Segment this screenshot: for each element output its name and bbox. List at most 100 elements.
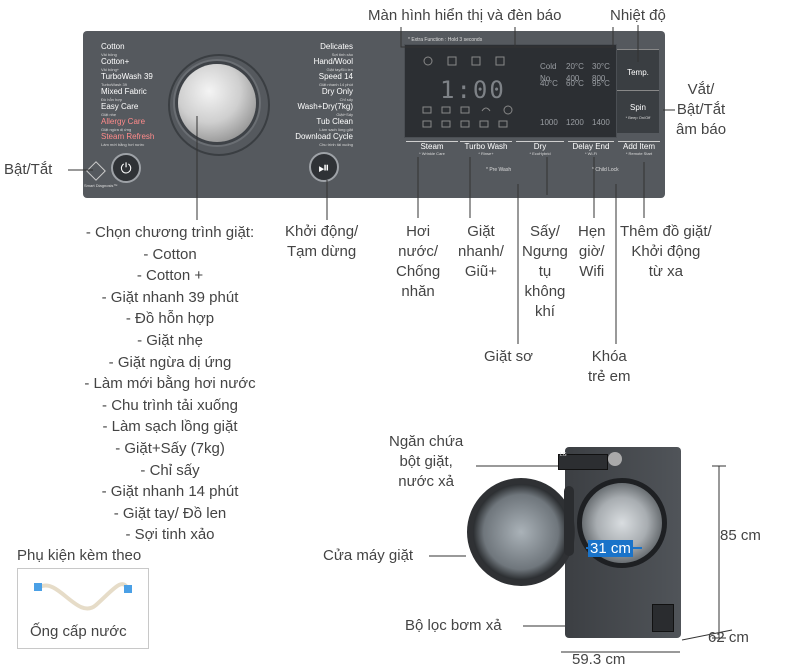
program-dial[interactable] [178, 64, 256, 142]
function-button[interactable]: Add Item* Remote Start [618, 141, 660, 164]
accessory-box: Ống cấp nước [17, 568, 149, 649]
program-left-label: Cotton [101, 42, 125, 51]
program-left-label: Cotton+ [101, 57, 130, 66]
temp-button[interactable]: Temp. [617, 49, 659, 90]
program-right-sub: Chu trình tải xuống [319, 142, 353, 147]
program-list-item: - Sợi tinh xảo [125, 526, 215, 544]
dial-ring [168, 54, 270, 156]
temp-indicator: 40°C [540, 79, 558, 88]
steam-label: Hơi nước/ Chống nhăn [396, 223, 441, 300]
spin-indicator: 1000 [540, 118, 558, 127]
display-icons [420, 55, 530, 135]
function-button-label: Turbo Wash [464, 142, 508, 151]
extra-function-note: * Extra Function : Hold 3 seconds [408, 37, 483, 43]
program-left-label: Steam Refresh [101, 132, 155, 141]
smart-diagnosis-label: Smart Diagnosis™ [84, 183, 118, 188]
display-lights-label: Màn hình hiển thị và đèn báo [368, 7, 562, 24]
program-right-sub: Giặt+Sấy [336, 112, 353, 117]
spin-button[interactable]: Spin * Beep On/Off [617, 90, 659, 133]
temp-button-label: Temp. [627, 68, 649, 77]
time-display: 1:00 [440, 76, 506, 104]
child-lock-label: Khóa trẻ em [588, 348, 631, 385]
status-icons-svg [422, 56, 513, 128]
function-button-label: Dry [533, 142, 547, 151]
function-button-label: Delay End [572, 142, 610, 151]
program-right-sub: Giặt tay/Đồ len [326, 67, 353, 72]
hose-icon [34, 582, 132, 611]
program-right-label: Download Cycle [295, 132, 353, 141]
program-left-sub: Làm mới bằng hơi nước [101, 142, 145, 147]
program-right-label: Delicates [320, 42, 353, 51]
filter-cover [652, 604, 674, 632]
function-button[interactable]: Turbo Wash* Rinse+ [460, 141, 512, 164]
function-button[interactable]: Delay End* Wi-Fi [568, 141, 614, 164]
temperature-label: Nhiệt độ [610, 7, 666, 24]
height-label: 85 cm [720, 527, 761, 544]
function-button-sub: * Rinse+ [478, 151, 494, 156]
program-list-item: - Đồ hỗn hợp [125, 310, 215, 328]
function-button-label: Add Item [622, 142, 655, 151]
program-list-item: - Giặt ngừa dị ứng [108, 353, 232, 371]
accessory-title: Phụ kiện kèm theo [17, 547, 142, 564]
drum-diameter-label: 31 cm [588, 540, 633, 557]
program-list-item: - Cotton [143, 245, 197, 263]
temp-indicator: 60°C [566, 79, 584, 88]
detergent-label: Ngăn chứa bột giặt, nước xả [389, 433, 464, 490]
program-right-label: Speed 14 [318, 72, 353, 81]
function-button[interactable]: Dry* EcoHybrid [516, 141, 564, 164]
program-right-label: Hand/Wool [313, 57, 353, 66]
start-pause-button[interactable]: ⏯ [309, 152, 339, 182]
function-button-sub: * Remote Start [625, 151, 653, 156]
program-list-item: - Giặt tay/ Đồ len [113, 504, 227, 522]
program-list-item: - Giặt nhanh 39 phút [101, 288, 239, 306]
add-item-label: Thêm đồ giặt/ Khởi động từ xa [620, 223, 712, 280]
pre-wash-label: Giặt sơ [484, 348, 534, 365]
program-right-sub: Chỉ sấy [339, 97, 353, 102]
function-button[interactable]: Steam* Wrinkle Care [406, 141, 458, 164]
detergent-drawer [558, 454, 608, 470]
program-list-item: - Chỉ sấy [140, 461, 200, 479]
program-left-label: TurboWash 39 [101, 72, 153, 81]
program-left-sub: Giặt nhẹ [101, 112, 117, 117]
program-list-item: - Giặt nhanh 14 phút [101, 483, 239, 501]
spin-indicator: 1200 [566, 118, 584, 127]
spin-button-label: Spin [629, 103, 646, 112]
program-list-item: - Chọn chương trình giặt: [85, 224, 255, 241]
program-left-label: Easy Care [101, 102, 139, 111]
depth-label: 62 cm [708, 629, 749, 646]
function-button-label: Steam [420, 142, 444, 151]
program-list-item: - Giặt+Sấy (7kg) [115, 439, 225, 457]
power-label: Bật/Tắt [4, 161, 53, 178]
program-right-sub: Làm sạch lồng giặt [319, 127, 353, 132]
program-left-sub: Vải bông [101, 52, 117, 57]
program-right-sub: Sợi tinh xảo [331, 52, 353, 57]
program-list: - Chọn chương trình giặt:- Cotton- Cotto… [60, 222, 280, 546]
program-left-sub: TurboWash 39 [101, 82, 127, 87]
program-list-item: - Làm sạch lồng giặt [102, 418, 238, 436]
program-right-label: Tub Clean [316, 117, 353, 126]
delay-end-label: Hẹn giờ/ Wifi [578, 223, 606, 280]
spin-label: Vắt/ Bật/Tắt âm báo [676, 81, 727, 138]
child-lock-note: * Child Lock [592, 167, 619, 173]
accessory-item-label: Ống cấp nước [30, 623, 127, 640]
program-right-sub: Giặt nhanh 14 phút [318, 82, 353, 87]
lg-logo: LG [560, 452, 567, 458]
program-left-label: Mixed Fabric [101, 87, 147, 96]
spin-button-sub: * Beep On/Off [625, 115, 651, 120]
program-right-label: Wash+Dry(7kg) [297, 102, 354, 111]
turbo-wash-label: Giặt nhanh/ Giũ+ [458, 223, 504, 280]
function-button-sub: * Wrinkle Care [419, 151, 445, 156]
door-open [467, 478, 575, 586]
program-list-item: - Làm mới bằng hơi nước [84, 375, 256, 393]
program-list-item: - Chu trình tải xuống [102, 396, 238, 414]
program-list-item: - Giặt nhẹ [137, 331, 203, 349]
spin-indicator: 800 [592, 74, 606, 83]
program-right-label: Dry Only [321, 87, 353, 96]
filter-label: Bộ lọc bơm xả [405, 617, 502, 634]
program-left-label: Allergy Care [101, 117, 146, 126]
power-button[interactable]: ⏻ [111, 153, 141, 183]
width-label: 59.3 cm [572, 651, 626, 668]
